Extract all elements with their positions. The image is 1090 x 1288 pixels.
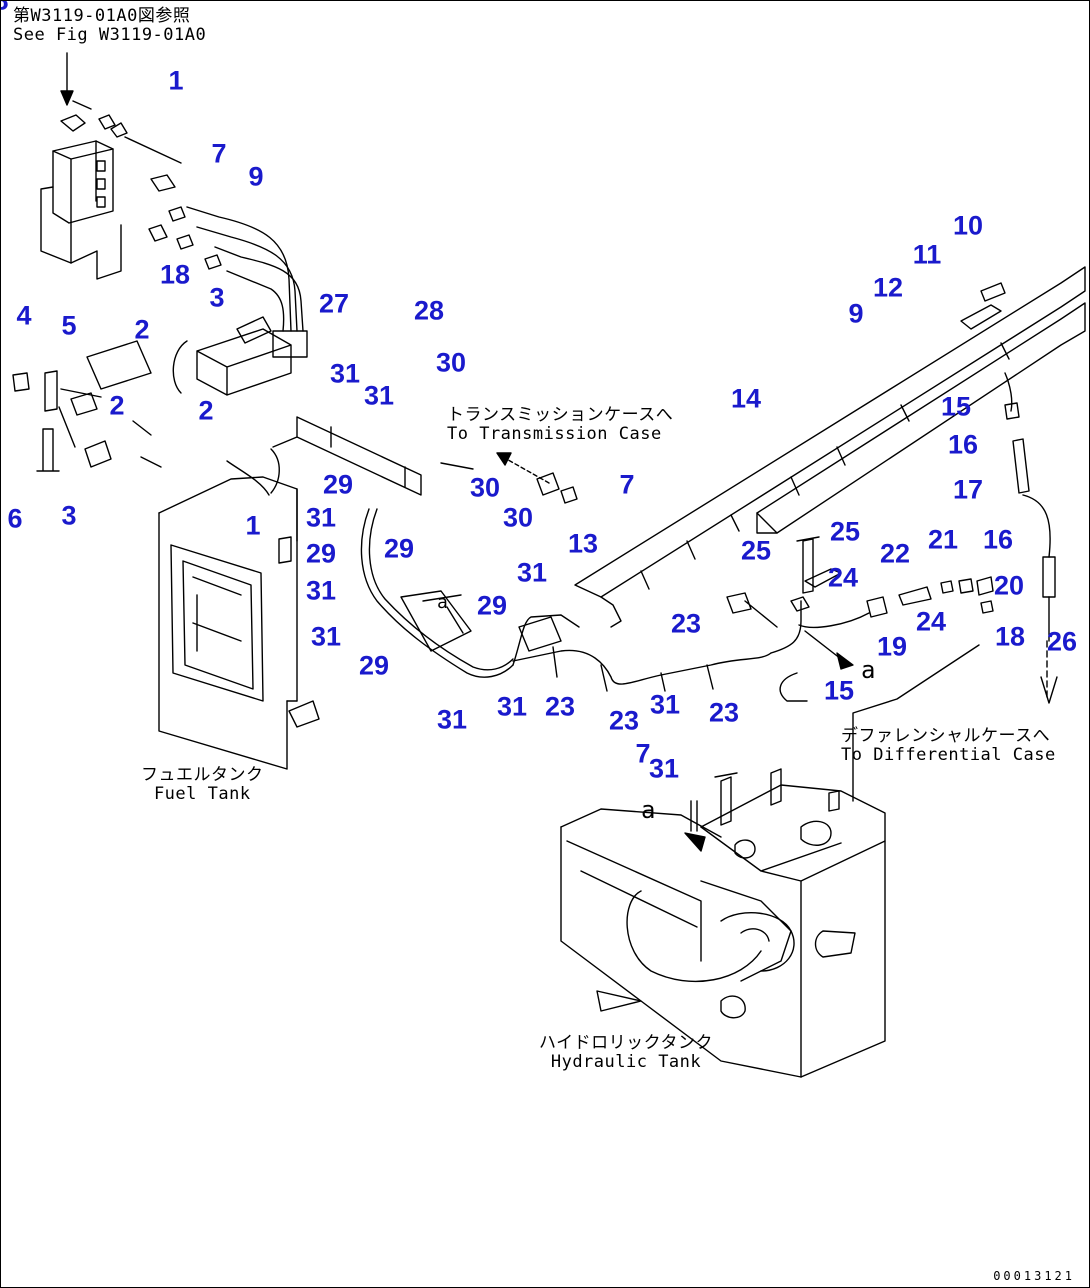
part-callout-2: 2: [134, 314, 150, 345]
part-callout-25: 25: [829, 516, 861, 547]
differential-case-caption-jp: デファレンシャルケースへ: [841, 726, 1051, 746]
part-callout-5: 5: [61, 310, 77, 341]
hydraulic-tank-caption-jp: ハイドロリックタンク: [539, 1033, 713, 1053]
transmission-arrow: [496, 452, 578, 504]
differential-fittings: [726, 372, 1058, 704]
fuel-tank-caption-en: Fuel Tank: [153, 784, 251, 804]
part-callout-31: 31: [649, 689, 681, 720]
part-callout-8: 8: [1, 1, 9, 15]
part-callout-24: 24: [827, 562, 859, 593]
differential-case-caption: デファレンシャルケースへ To Differential Case: [841, 727, 1056, 765]
caption-leaders: [440, 462, 980, 802]
part-callout-31: 31: [329, 358, 361, 389]
part-callout-31: 31: [305, 502, 337, 533]
part-callout-31: 31: [516, 557, 548, 588]
differential-case-caption-en: To Differential Case: [841, 745, 1056, 765]
part-callout-30: 30: [435, 347, 467, 378]
reference-caption: 第W3119-01A0図参照 See Fig W3119-01A0: [13, 7, 206, 45]
part-callout-31: 31: [648, 753, 680, 784]
part-callout-3: 3: [209, 282, 225, 313]
part-callout-20: 20: [993, 570, 1025, 601]
drawing-code: 00013121: [993, 1269, 1075, 1283]
part-callout-31: 31: [310, 621, 342, 652]
part-callout-31: 31: [305, 575, 337, 606]
part-callout-28: 28: [413, 295, 445, 326]
transmission-case-caption-jp: トランスミッションケースへ: [447, 405, 674, 425]
part-callout-29: 29: [383, 533, 415, 564]
hose-bundle: [124, 136, 308, 358]
part-callout-23: 23: [544, 691, 576, 722]
part-callout-22: 22: [879, 538, 911, 569]
hydraulic-tank: [560, 768, 886, 1078]
part-callout-2: 2: [198, 395, 214, 426]
part-callout-31: 31: [496, 691, 528, 722]
part-callout-29: 29: [476, 590, 508, 621]
transmission-case-caption: トランスミッションケースへ To Transmission Case: [447, 406, 673, 444]
part-callout-3: 3: [61, 500, 77, 531]
part-callout-13: 13: [567, 528, 599, 559]
part-callout-11: 11: [912, 239, 942, 270]
part-callout-29: 29: [305, 538, 337, 569]
part-callout-23: 23: [670, 608, 702, 639]
part-callout-27: 27: [318, 288, 350, 319]
hydraulic-tank-caption-en: Hydraulic Tank: [550, 1052, 702, 1072]
part-callout-15: 15: [940, 391, 972, 422]
part-callout-18: 18: [994, 621, 1026, 652]
part-callout-25: 25: [740, 535, 772, 566]
part-callout-31: 31: [363, 380, 395, 411]
transmission-case-caption-en: To Transmission Case: [447, 424, 662, 444]
part-callout-19: 19: [876, 631, 908, 662]
frame-rail-left: [272, 416, 422, 496]
part-callout-12: 12: [872, 272, 904, 303]
part-callout-31: 31: [436, 704, 468, 735]
part-callout-10: 10: [952, 210, 984, 241]
part-callout-26: 26: [1046, 626, 1078, 657]
part-callout-16: 16: [982, 524, 1014, 555]
fuel-tank: [158, 448, 320, 770]
part-callout-24: 24: [915, 606, 947, 637]
part-callout-15: 15: [823, 675, 855, 706]
hydraulic-tank-caption: ハイドロリックタンク Hydraulic Tank: [539, 1034, 713, 1072]
fuel-tank-caption: フュエルタンク Fuel Tank: [141, 766, 264, 804]
part-callout-4: 4: [16, 300, 32, 331]
part-callout-18: 18: [159, 259, 191, 290]
part-callout-23: 23: [708, 697, 740, 728]
part-callout-17: 17: [952, 474, 984, 505]
part-callout-9: 9: [248, 161, 264, 192]
valve-block: [40, 100, 128, 280]
part-callout-30: 30: [469, 472, 501, 503]
hose-routing-center: [360, 508, 802, 692]
part-callout-21: 21: [927, 524, 959, 555]
part-callout-30: 30: [502, 502, 534, 533]
view-mark-a: a: [437, 592, 449, 613]
part-callout-29: 29: [358, 650, 390, 681]
part-callout-16: 16: [947, 429, 979, 460]
view-mark-a: a: [861, 656, 876, 684]
reference-caption-jp: 第W3119-01A0図参照: [13, 6, 191, 26]
part-callout-23: 23: [608, 705, 640, 736]
part-callout-2: 2: [109, 390, 125, 421]
part-callout-6: 6: [7, 503, 23, 534]
bracket-assembly-left: [12, 316, 292, 472]
part-callout-1: 1: [168, 65, 184, 96]
part-callout-7: 7: [635, 738, 651, 769]
part-callout-29: 29: [322, 469, 354, 500]
fuel-tank-caption-jp: フュエルタンク: [141, 765, 264, 785]
part-callout-1: 1: [245, 510, 261, 541]
reference-arrow: [60, 52, 74, 106]
part-callout-9: 9: [848, 298, 864, 329]
part-callout-14: 14: [730, 383, 762, 414]
part-callout-7: 7: [619, 469, 635, 500]
frame-rail-right: [574, 266, 1086, 628]
view-mark-a: a: [641, 796, 656, 824]
part-callout-7: 7: [211, 138, 227, 169]
reference-caption-en: See Fig W3119-01A0: [13, 25, 207, 45]
